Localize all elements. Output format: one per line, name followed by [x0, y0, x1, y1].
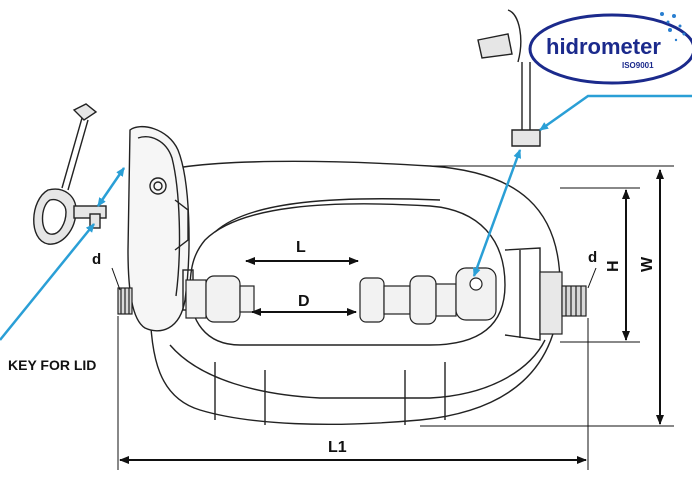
label-key-for-lid: KEY FOR LID: [8, 357, 96, 373]
dimension-lines: [111, 165, 674, 470]
label-W: W: [639, 256, 656, 272]
lid: [127, 126, 194, 332]
logo-cert: ISO9001: [622, 61, 654, 70]
left-connector: [117, 287, 133, 315]
label-d-right: d: [588, 249, 597, 266]
label-d-left: d: [92, 251, 101, 268]
key-in-use-illustration: [477, 9, 541, 147]
label-D: D: [298, 293, 310, 310]
pointer-lines: [0, 94, 692, 341]
label-L: L: [296, 239, 306, 256]
logo-bubbles-icon: [660, 12, 686, 42]
logo-wordmark: hidrometer: [546, 34, 661, 59]
label-H: H: [605, 260, 622, 272]
pipe-fittings: [185, 267, 497, 325]
hidrometer-logo: hidrometer ISO9001: [528, 12, 692, 85]
key-for-lid-illustration: [33, 103, 107, 245]
right-connector: [539, 271, 587, 335]
label-L1: L1: [328, 439, 347, 456]
